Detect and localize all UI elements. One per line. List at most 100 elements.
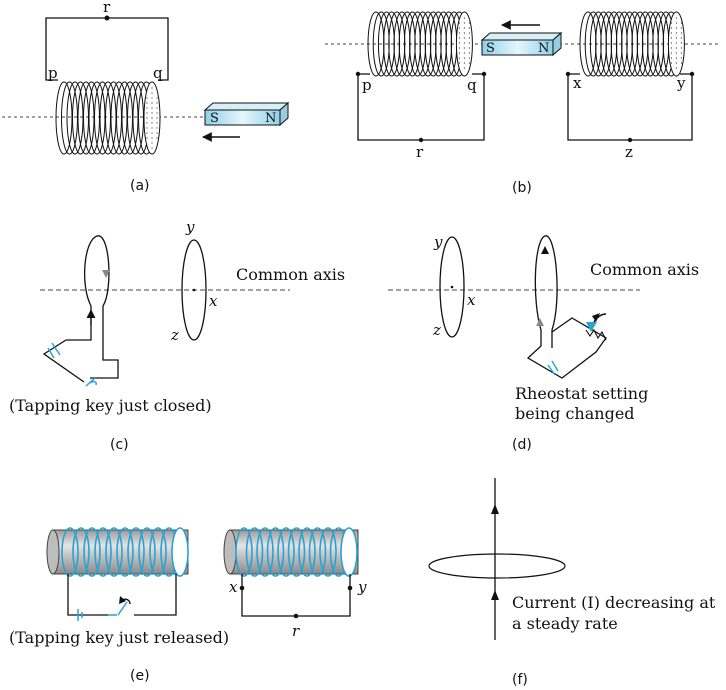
coil-turn (256, 527, 274, 577)
coil-dot (458, 37, 460, 39)
coil-dot (670, 22, 673, 24)
coil-turn (277, 527, 295, 577)
coil-dot (146, 132, 148, 134)
coil-dot (680, 32, 683, 34)
coil-turn (298, 527, 316, 577)
magnet-a: S N (203, 101, 290, 127)
coil-dot (463, 37, 465, 39)
coil-dot (680, 27, 683, 29)
coil-dot (463, 67, 465, 69)
coil-b-left (367, 11, 473, 77)
coil-dot (468, 27, 470, 29)
coil-dot (151, 97, 153, 99)
magnet-a-south: S (210, 111, 219, 126)
coil-dot (675, 32, 678, 34)
coil-dot (675, 42, 678, 44)
label-b-y: y (676, 74, 686, 92)
label-q: q (153, 64, 163, 82)
terminal-r-dot (104, 15, 110, 21)
coil-dot (463, 27, 465, 29)
label-r: r (103, 0, 111, 16)
caption-b: (b) (512, 180, 532, 196)
label-d-z: z (432, 321, 441, 339)
coil-dot (458, 42, 460, 44)
coil-dot (146, 127, 148, 129)
coil-turn (308, 527, 327, 577)
coil-dot (156, 97, 158, 99)
note-f-line2: a steady rate (512, 614, 618, 633)
coil-turn (235, 527, 253, 577)
coil-dot (680, 57, 683, 59)
panel-a: r p q S N (a) (2, 0, 290, 194)
coil-dot (156, 127, 158, 129)
label-c-y: y (185, 218, 195, 236)
coil-dot (458, 57, 460, 59)
panel-c: Common axis y x z (Tapping key just clos… (9, 218, 345, 453)
wire-xyz-b (567, 73, 693, 141)
coil-dot (146, 122, 148, 124)
label-p: p (48, 64, 58, 82)
coil-dot (670, 42, 673, 44)
label-e-x: x (229, 578, 238, 596)
coil-dot (670, 47, 673, 49)
coil-dot (463, 42, 465, 44)
coil-dot (468, 42, 470, 44)
coil-dot (151, 122, 153, 124)
coil-dot (146, 137, 148, 139)
coil-dot (458, 52, 460, 54)
panel-e: x y r (Tapping key just released) (e) (9, 527, 367, 684)
coil-dot (468, 32, 470, 34)
coil-dot (463, 47, 465, 49)
label-c-z: z (170, 326, 179, 344)
coil-dot (675, 62, 678, 64)
coil-turn (319, 527, 337, 577)
coil-a (55, 81, 161, 155)
coil-dot (675, 57, 678, 59)
coil-dot (146, 97, 148, 99)
loop-d-circuit (526, 235, 607, 379)
coil-dot (680, 62, 683, 64)
coil-dot (151, 127, 153, 129)
coil-dot (151, 137, 153, 139)
coil-dot (670, 52, 673, 54)
coil-dot (675, 22, 678, 24)
wire-pqr-b (357, 73, 485, 141)
coil-dot (151, 117, 153, 119)
magnet-a-north: N (265, 111, 276, 126)
coil-dot (151, 112, 153, 114)
coil-turn (245, 527, 264, 577)
coil-turn (138, 527, 156, 577)
coil-e-right (235, 527, 358, 577)
coil-dot (156, 117, 158, 119)
coil-b-right (579, 11, 685, 77)
coil-dot (151, 87, 153, 89)
coil-dot (463, 32, 465, 34)
coil-dot (156, 112, 158, 114)
coil-turn (83, 527, 101, 577)
coil-dot (675, 47, 678, 49)
label-e-r: r (292, 622, 300, 640)
loop-f (428, 553, 566, 579)
coil-dot (463, 57, 465, 59)
coil-dot (463, 52, 465, 54)
coil-dot (463, 17, 465, 19)
coil-dot (670, 27, 673, 29)
panel-b: p q r x y z S N (b) (325, 11, 720, 196)
label-c-x: x (209, 292, 218, 310)
coil-dot (680, 52, 683, 54)
loop-d-xyz (439, 236, 465, 338)
coil-dot (463, 62, 465, 64)
coil-dot (156, 107, 158, 109)
panel-d: Common axis y x z Rheostat setting being… (388, 233, 699, 453)
coil-dot (463, 22, 465, 24)
coil-dot (151, 92, 153, 94)
label-b-x: x (573, 74, 582, 92)
note-c: (Tapping key just closed) (9, 396, 212, 415)
label-b-r: r (416, 143, 424, 161)
coil-dot (675, 52, 678, 54)
loop-c-xyz (181, 239, 207, 341)
coil-turn (94, 527, 112, 577)
coil-dot (680, 47, 683, 49)
label-d-y: y (433, 233, 443, 251)
coil-dot (468, 22, 470, 24)
